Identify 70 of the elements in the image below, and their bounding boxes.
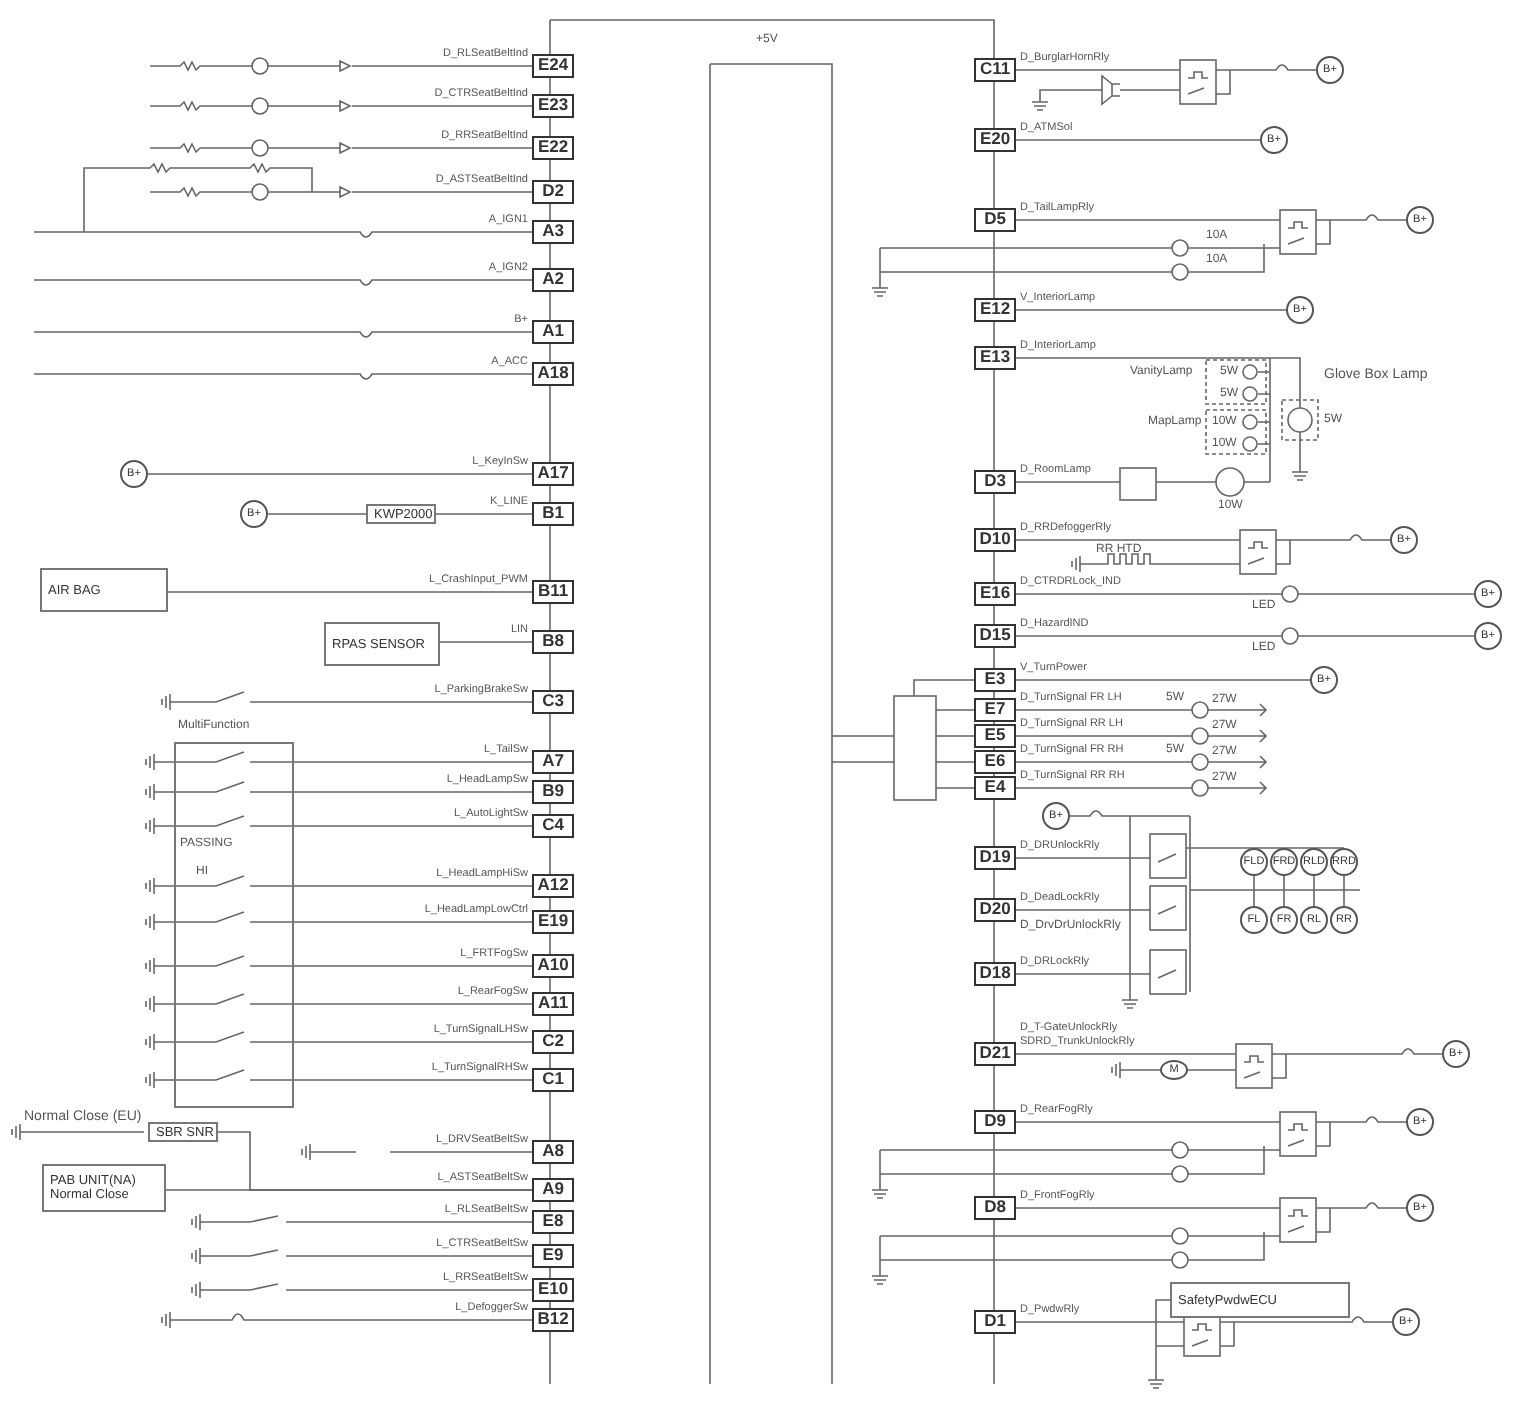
connector-pin: C11 [974, 58, 1016, 82]
connector-pin: D10 [974, 528, 1016, 552]
connector-pin: D18 [974, 962, 1016, 986]
connector-pin: C2 [532, 1030, 574, 1054]
wire [293, 791, 533, 793]
connector-pin: D19 [974, 846, 1016, 870]
connector-pin: E16 [974, 582, 1016, 606]
wire [1015, 635, 1475, 637]
wire [1015, 593, 1475, 595]
connector-pin: D5 [974, 208, 1016, 232]
connector-pin: D8 [974, 1196, 1016, 1220]
connector-pin: E13 [974, 346, 1016, 370]
connector-pin: A18 [532, 362, 574, 386]
wire [1015, 309, 1287, 311]
connector-pin: E4 [974, 776, 1016, 800]
wire [293, 1003, 533, 1005]
wire [293, 1041, 533, 1043]
connector-pin: A2 [532, 268, 574, 292]
wire [293, 885, 533, 887]
connector-pin: D21 [974, 1042, 1016, 1066]
connector-pin: A1 [532, 320, 574, 344]
connector-pin: A11 [532, 992, 574, 1016]
connector-pin: E23 [532, 94, 574, 118]
connector-pin: E7 [974, 698, 1016, 722]
connector-pin: A12 [532, 874, 574, 898]
connector-pin: D1 [974, 1310, 1016, 1334]
connector-pin: A7 [532, 750, 574, 774]
wire [293, 825, 533, 827]
connector-pin: C3 [532, 690, 574, 714]
connector-pin: E3 [974, 668, 1016, 692]
connector-pin: E24 [532, 54, 574, 78]
connector-pin: E5 [974, 724, 1016, 748]
connector-pin: E8 [532, 1210, 574, 1234]
connector-pin: E22 [532, 136, 574, 160]
airbag-unit [42, 1164, 166, 1212]
wire [439, 641, 533, 643]
connector-pin: A8 [532, 1140, 574, 1164]
connector-pin: D2 [532, 180, 574, 204]
connector-pin: D3 [974, 470, 1016, 494]
wire [1015, 679, 1311, 681]
connector-pin: A10 [532, 954, 574, 978]
connector-pin: D20 [974, 898, 1016, 922]
wire [435, 513, 533, 515]
wire [165, 1189, 533, 1191]
connector-pin: B8 [532, 630, 574, 654]
connector-pin: A17 [532, 462, 574, 486]
connector-pin: A3 [532, 220, 574, 244]
wire [267, 513, 367, 515]
connector-pin: E10 [532, 1278, 574, 1302]
connector-pin: B1 [532, 502, 574, 526]
connector-pin: D9 [974, 1110, 1016, 1134]
connector-pin: E6 [974, 750, 1016, 774]
wire [147, 473, 533, 475]
wire [293, 921, 533, 923]
wire [293, 761, 533, 763]
wire [167, 591, 533, 593]
connector-pin: D15 [974, 624, 1016, 648]
wire [293, 965, 533, 967]
connector-pin: B11 [532, 580, 574, 604]
connector-pin: E20 [974, 128, 1016, 152]
connector-pin: B9 [532, 780, 574, 804]
wire [1015, 139, 1261, 141]
connector-pin: E12 [974, 298, 1016, 322]
connector-pin: C1 [532, 1068, 574, 1092]
connector-pin: E19 [532, 910, 574, 934]
wire [293, 1079, 533, 1081]
connector-pin: B12 [532, 1308, 574, 1332]
connector-pin: C4 [532, 814, 574, 838]
connector-pin: A9 [532, 1178, 574, 1202]
connector-pin: E9 [532, 1244, 574, 1268]
